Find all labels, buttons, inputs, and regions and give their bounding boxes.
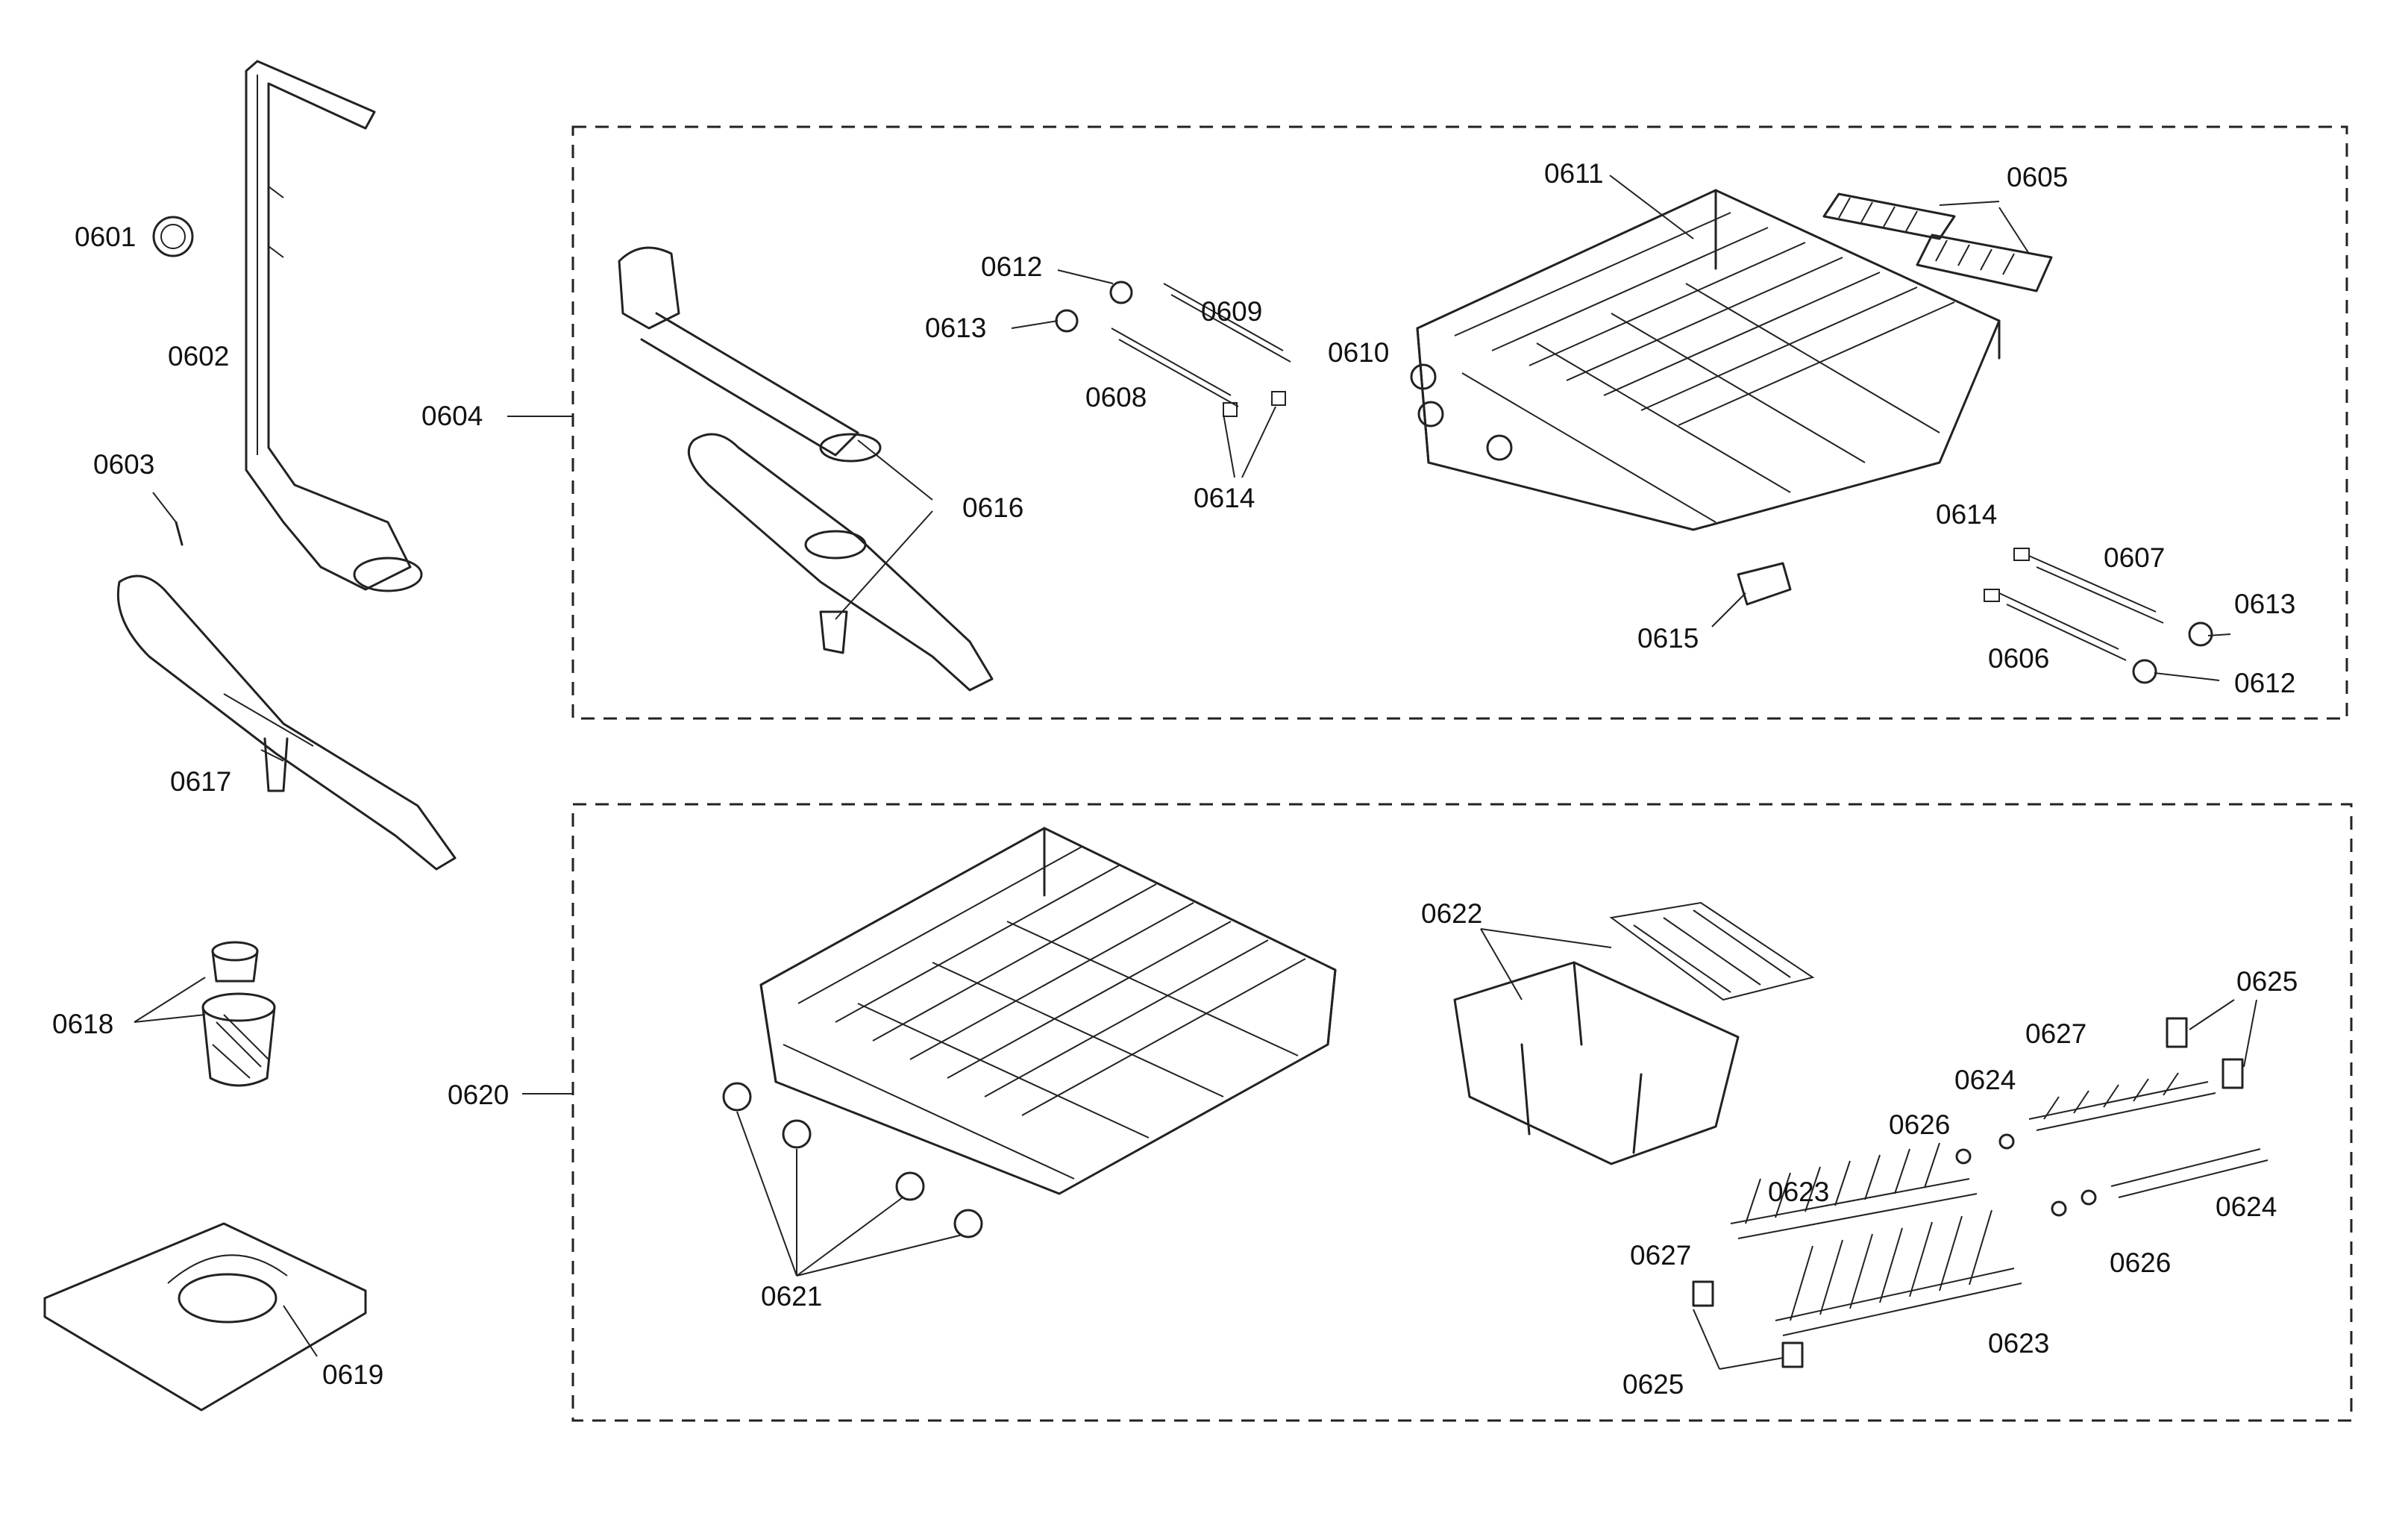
- label-0608: 0608: [1085, 382, 1147, 413]
- label-0616: 0616: [962, 492, 1023, 523]
- label-0613-b: 0613: [2234, 589, 2295, 619]
- sump-cover-icon: [43, 1222, 367, 1412]
- label-0626-b: 0626: [2110, 1247, 2171, 1278]
- label-0620: 0620: [448, 1080, 509, 1110]
- part-labels: 0601 0602 0603 0604 0605 0606 0607 0608 …: [52, 158, 2298, 1400]
- label-0623-b: 0623: [1988, 1328, 2049, 1359]
- label-0609: 0609: [1201, 296, 1262, 327]
- label-0626-a: 0626: [1889, 1109, 1950, 1140]
- leader-lines: [134, 175, 2257, 1370]
- filter-icon: [201, 941, 276, 1087]
- handle-icon: [1737, 562, 1792, 606]
- upper-rack-icon: [1410, 189, 2001, 531]
- label-0612-b: 0612: [2234, 668, 2295, 698]
- cutlery-basket-icon: [1453, 901, 1815, 1165]
- label-0610: 0610: [1328, 337, 1389, 368]
- label-0607: 0607: [2104, 542, 2165, 573]
- spray-arm-icon: [618, 246, 994, 692]
- label-0627-a: 0627: [2025, 1018, 2086, 1049]
- label-0617: 0617: [170, 766, 231, 797]
- label-0624-a: 0624: [1954, 1065, 2016, 1095]
- label-0619: 0619: [322, 1359, 383, 1390]
- label-0613-a: 0613: [925, 313, 986, 343]
- label-0603: 0603: [93, 449, 154, 480]
- label-0615: 0615: [1637, 623, 1699, 654]
- label-0601: 0601: [75, 222, 136, 252]
- screw-icon: [175, 521, 184, 546]
- label-0604: 0604: [421, 401, 483, 431]
- fold-tines-icon: [1692, 1017, 2269, 1368]
- label-0614-b: 0614: [1936, 499, 1997, 530]
- label-0606: 0606: [1988, 643, 2049, 674]
- label-0621: 0621: [761, 1281, 822, 1312]
- label-0623-a: 0623: [1768, 1177, 1829, 1207]
- label-0624-b: 0624: [2216, 1191, 2277, 1222]
- label-0611: 0611: [1544, 158, 1604, 189]
- label-0618: 0618: [52, 1009, 113, 1039]
- rack-clips-icon: [1055, 281, 1291, 417]
- label-0605: 0605: [2007, 162, 2068, 192]
- label-0602: 0602: [168, 341, 229, 372]
- cup-shelf-icon: [1822, 192, 2053, 292]
- label-0625-b: 0625: [1622, 1369, 1684, 1400]
- spray-pipe-icon: [245, 60, 423, 592]
- tine-rows-icon: [1984, 548, 2213, 684]
- label-0622: 0622: [1421, 898, 1482, 929]
- label-0612-a: 0612: [981, 251, 1042, 282]
- label-0625-a: 0625: [2236, 966, 2298, 997]
- label-0614-a: 0614: [1194, 483, 1255, 513]
- lower-rack-icon: [722, 827, 1337, 1238]
- upper-group-box: [571, 125, 2348, 720]
- lower-group-box: [571, 803, 2353, 1422]
- label-0627-b: 0627: [1630, 1240, 1691, 1271]
- filter-cap-icon: [152, 216, 194, 257]
- lower-spray-arm-icon: [116, 574, 457, 871]
